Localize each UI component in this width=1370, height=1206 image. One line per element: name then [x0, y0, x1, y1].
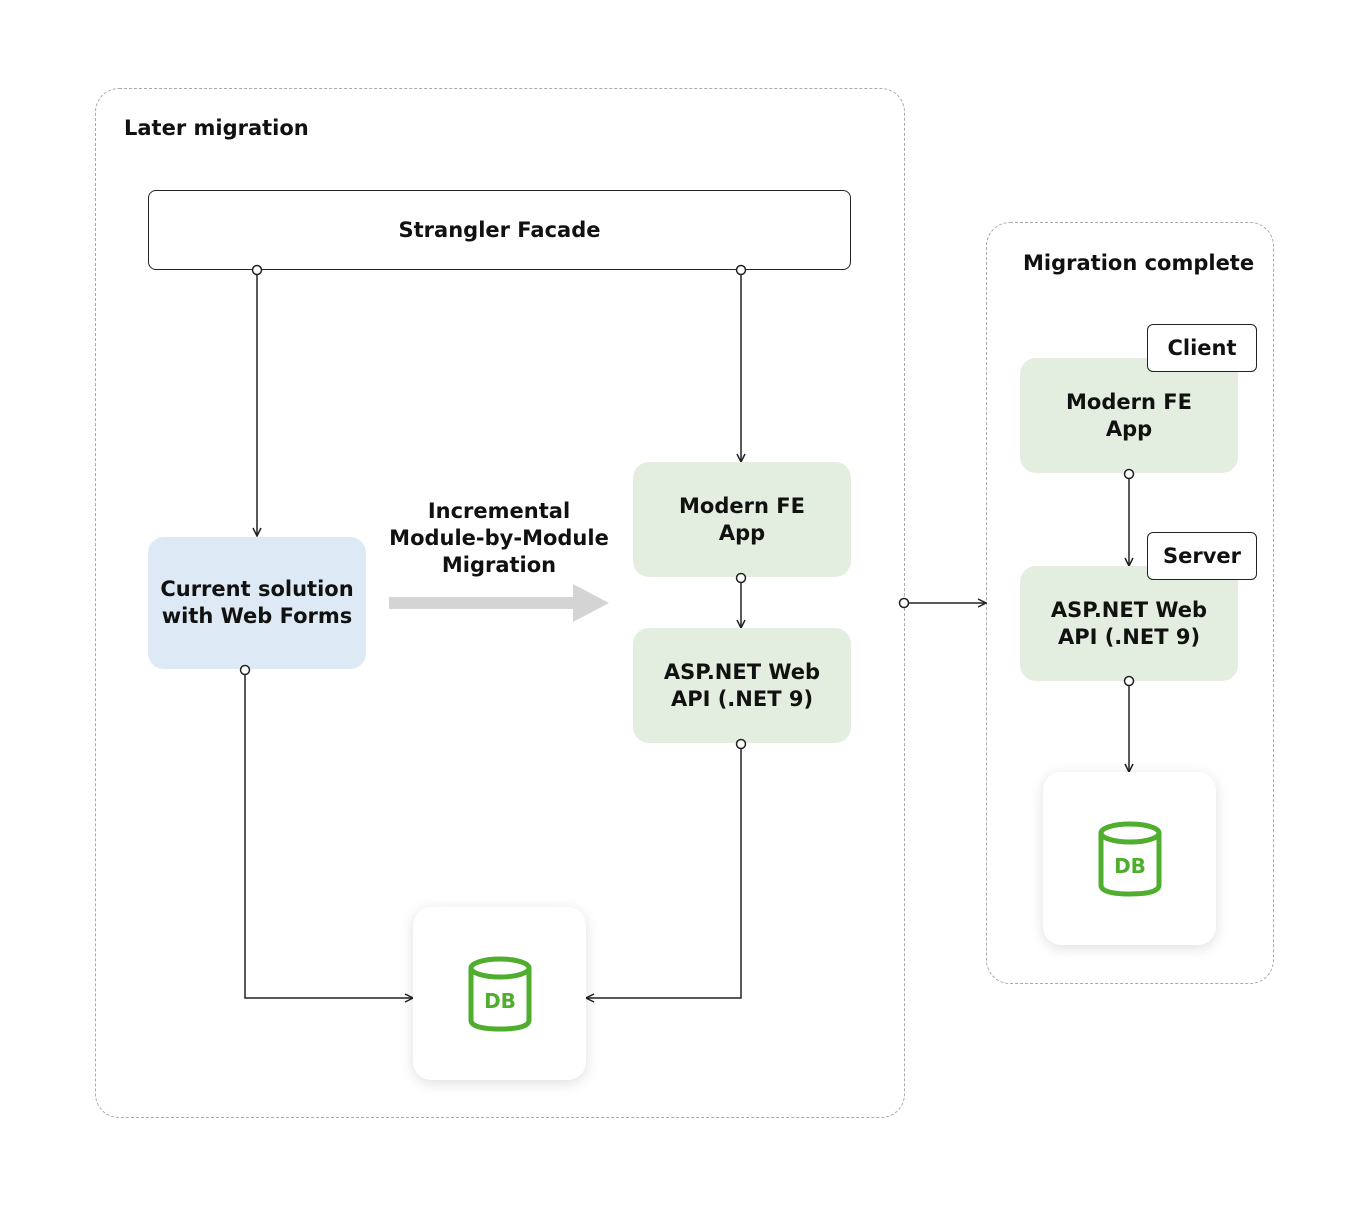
client-tag: Client [1147, 324, 1257, 372]
database-label: DB [484, 989, 516, 1013]
migration-label: Incremental Module-by-Module Migration [389, 499, 609, 577]
aspnet-web-api-complete-node: ASP.NET Web API (.NET 9) [1020, 566, 1238, 681]
database-complete: DB [1043, 772, 1216, 945]
strangler-facade: Strangler Facade [148, 190, 851, 270]
edge-api-db [586, 744, 742, 998]
database-icon: DB [1098, 821, 1161, 897]
database-label: DB [1114, 854, 1146, 878]
migration-complete-title: Migration complete [1023, 251, 1255, 275]
edge-current-db [244, 670, 413, 998]
later-migration-title: Later migration [124, 116, 309, 140]
modern-fe-app-node: Modern FE App [633, 462, 851, 577]
aspnet-web-api-node: ASP.NET Web API (.NET 9) [633, 628, 851, 743]
database-icon: DB [468, 956, 531, 1032]
server-tag: Server [1147, 532, 1257, 580]
current-solution-node: Current solution with Web Forms [148, 537, 366, 669]
modern-fe-app-complete-node: Modern FE App [1020, 358, 1238, 473]
database-later: DB [413, 907, 586, 1080]
migration-arrow [389, 584, 609, 622]
